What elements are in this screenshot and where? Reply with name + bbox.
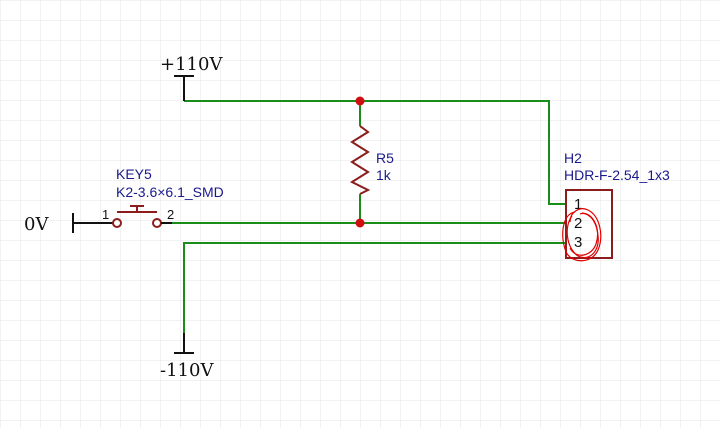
- h2-header[interactable]: H2 HDR-F-2.54_1x3 1 2 3: [564, 150, 670, 259]
- h2-pin-3: 3: [574, 234, 582, 251]
- h2-pin-1: 1: [574, 196, 582, 213]
- key5-value: K2-3.6×6.1_SMD: [116, 184, 224, 200]
- h2-value: HDR-F-2.54_1x3: [564, 167, 670, 183]
- key5-switch[interactable]: 1 2 KEY5 K2-3.6×6.1_SMD: [100, 166, 224, 228]
- net-label-neg: -110V: [160, 360, 214, 381]
- key5-pin2-label: 2: [167, 207, 174, 222]
- wire-neg-rail[interactable]: [183, 242, 566, 333]
- r5-resistor[interactable]: R5 1k: [349, 125, 394, 195]
- r5-ref: R5: [376, 150, 394, 166]
- key5-ref: KEY5: [116, 166, 152, 182]
- r5-value: 1k: [376, 167, 392, 183]
- power-symbol-pos[interactable]: +110V: [160, 54, 223, 101]
- junction-bottom: [355, 218, 365, 228]
- net-label-pos: +110V: [160, 54, 223, 75]
- net-label-gnd: 0V: [24, 214, 49, 235]
- power-symbol-gnd[interactable]: 0V: [24, 213, 100, 235]
- annotation-scribble: [562, 208, 602, 262]
- wire-pos-rail[interactable]: [184, 100, 566, 205]
- h2-ref: H2: [564, 150, 582, 166]
- h2-pin-2: 2: [574, 215, 582, 232]
- power-symbol-neg[interactable]: -110V: [160, 333, 214, 381]
- wires: [172, 100, 566, 333]
- junction-top: [355, 96, 365, 106]
- key5-pin1-label: 1: [102, 207, 109, 222]
